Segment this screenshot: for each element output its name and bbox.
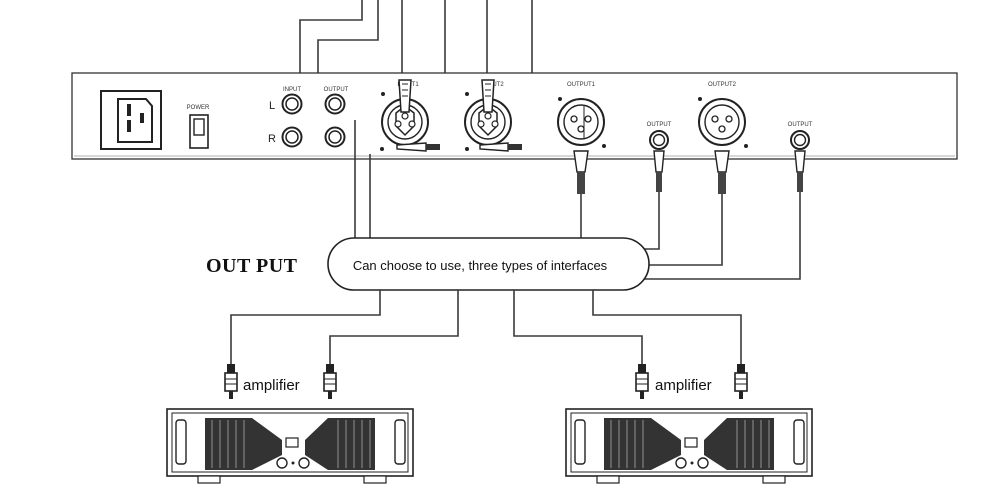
rca-output-left-jack (324, 93, 346, 115)
power-label: POWER (187, 105, 210, 111)
rca-plug (224, 364, 238, 399)
power-switch: POWER (187, 105, 210, 149)
rca-input-right-jack (281, 126, 303, 148)
amplifier-2 (565, 408, 813, 484)
input-label: INPUT (283, 87, 301, 93)
rca-plug (635, 364, 649, 399)
amp-wires (230, 290, 742, 364)
channel-right-label: R (268, 133, 276, 145)
output-jack1-label: OUTPUT (647, 122, 672, 128)
rca-input-left-jack (281, 93, 303, 115)
amplifier-1 (166, 408, 414, 484)
callout-box: Can choose to use, three types of interf… (327, 237, 650, 291)
output-jack2-label: OUTPUT (788, 122, 813, 128)
callout-text: Can choose to use, three types of interf… (353, 258, 608, 273)
rca-block: INPUT OUTPUT L R (268, 87, 349, 145)
combo-input2-jack: INPUT2 (464, 79, 522, 152)
rca-plug (734, 364, 748, 399)
channel-left-label: L (269, 100, 275, 112)
xlr-output2-jack: OUTPUT2 (698, 82, 748, 148)
rca-plug (323, 364, 337, 399)
heading: OUT PUT (206, 255, 298, 277)
combo-input1-jack: INPUT1 (380, 79, 440, 152)
output-label: OUTPUT (324, 87, 349, 93)
amp-plugs (224, 364, 748, 399)
amplifier-label-2: amplifier (655, 377, 712, 394)
xlr-output1-jack: OUTPUT1 (557, 82, 606, 148)
output-plugs (573, 150, 806, 194)
power-inlet (100, 90, 162, 150)
output2-label: OUTPUT2 (708, 82, 737, 88)
output-wires (354, 120, 801, 280)
jack-output2: OUTPUT (788, 122, 813, 150)
jack-output1: OUTPUT (647, 122, 672, 150)
output1-label: OUTPUT1 (567, 82, 596, 88)
amplifier-label-1: amplifier (243, 377, 300, 394)
rca-output-right-jack (324, 126, 346, 148)
